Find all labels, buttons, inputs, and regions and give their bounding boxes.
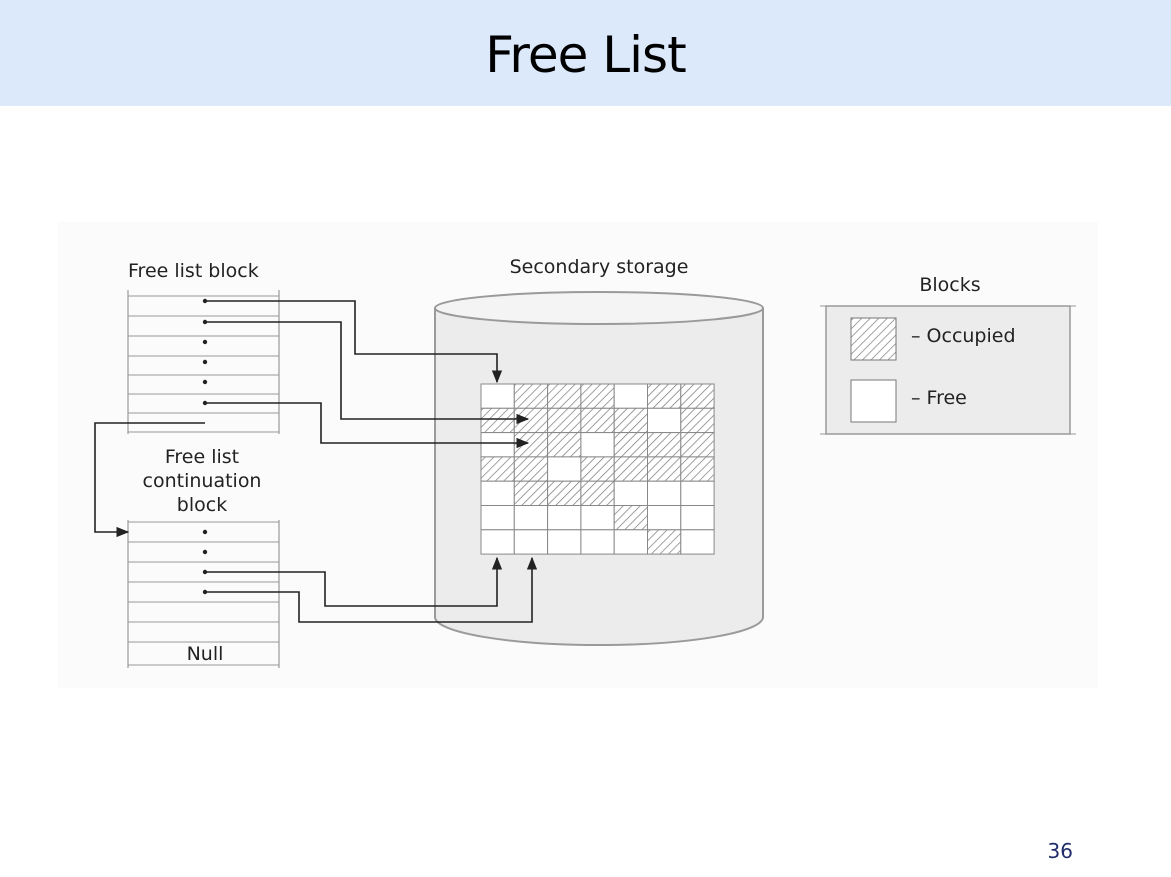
storage-block-occupied bbox=[580, 383, 615, 409]
storage-block-free bbox=[613, 480, 649, 507]
svg-text:block: block bbox=[177, 494, 227, 516]
free-list-diagram: Free list block Free list continuation b… bbox=[58, 222, 1098, 688]
pointer-arrow-5 bbox=[205, 556, 538, 623]
storage-block-free bbox=[513, 529, 549, 555]
storage-block-occupied bbox=[680, 432, 715, 458]
storage-block-free bbox=[547, 456, 582, 482]
storage-block-occupied bbox=[480, 456, 515, 482]
storage-block-free bbox=[647, 407, 682, 434]
storage-block-occupied bbox=[513, 432, 549, 458]
storage-block-free bbox=[647, 505, 682, 531]
legend-title: Blocks bbox=[919, 274, 980, 296]
storage-block-occupied bbox=[647, 529, 682, 555]
storage-block-free bbox=[580, 432, 615, 458]
storage-block-free bbox=[480, 383, 515, 409]
free-list-block bbox=[127, 290, 280, 434]
storage-block-free bbox=[547, 529, 582, 555]
storage-block-occupied bbox=[547, 383, 582, 409]
storage-block-occupied bbox=[647, 383, 682, 409]
storage-grid bbox=[480, 383, 715, 555]
storage-block-free bbox=[680, 480, 715, 507]
storage-block-occupied bbox=[513, 480, 549, 507]
storage-block-occupied bbox=[513, 407, 549, 434]
continuation-block-label: Free list continuation block bbox=[143, 446, 262, 516]
storage-block-occupied bbox=[547, 432, 582, 458]
storage-block-free bbox=[480, 432, 515, 458]
storage-block-occupied bbox=[613, 432, 649, 458]
storage-block-occupied bbox=[513, 456, 549, 482]
pointer-arrow-3 bbox=[205, 402, 530, 449]
storage-block-free bbox=[547, 505, 582, 531]
storage-block-occupied bbox=[613, 407, 649, 434]
storage-block-occupied bbox=[613, 456, 649, 482]
legend: Blocks – Occupied – Free bbox=[820, 274, 1076, 435]
storage-block-free bbox=[580, 529, 615, 555]
storage-block-occupied bbox=[547, 480, 582, 507]
free-list-block-label: Free list block bbox=[128, 260, 259, 282]
storage-block-free bbox=[647, 480, 682, 507]
storage-block-occupied bbox=[680, 383, 715, 409]
storage-block-free bbox=[613, 529, 649, 555]
storage-block-occupied bbox=[580, 480, 615, 507]
storage-block-occupied bbox=[480, 407, 515, 434]
title-bar: Free List bbox=[0, 0, 1171, 106]
storage-block-occupied bbox=[613, 505, 649, 531]
storage-block-occupied bbox=[680, 407, 715, 434]
svg-text:continuation: continuation bbox=[143, 470, 262, 492]
storage-block-free bbox=[680, 529, 715, 555]
storage-block-free bbox=[480, 529, 515, 555]
legend-occupied-label: – Occupied bbox=[911, 325, 1016, 347]
slide-title: Free List bbox=[485, 26, 686, 84]
storage-block-free bbox=[680, 505, 715, 531]
pointer-arrow-4 bbox=[205, 556, 503, 607]
storage-block-free bbox=[513, 505, 549, 531]
storage-block-occupied bbox=[580, 456, 615, 482]
null-label: Null bbox=[187, 643, 224, 665]
secondary-storage-label: Secondary storage bbox=[510, 256, 689, 278]
legend-free-label: – Free bbox=[911, 387, 967, 409]
storage-block-free bbox=[580, 505, 615, 531]
storage-block-free bbox=[480, 480, 515, 507]
storage-block-occupied bbox=[647, 456, 682, 482]
storage-block-occupied bbox=[513, 383, 549, 409]
storage-block-occupied bbox=[580, 407, 615, 434]
pointer-arrow-2 bbox=[205, 321, 530, 425]
storage-block-occupied bbox=[647, 432, 682, 458]
diagram-svg: Free list block Free list continuation b… bbox=[94, 256, 1076, 668]
continuation-block: Null bbox=[127, 520, 280, 668]
legend-free-swatch bbox=[850, 379, 897, 423]
storage-block-free bbox=[480, 505, 515, 531]
pointer-arrow-1 bbox=[205, 300, 503, 384]
storage-block-occupied bbox=[547, 407, 582, 434]
svg-text:Free list: Free list bbox=[165, 446, 239, 468]
page-number: 36 bbox=[1047, 839, 1073, 863]
storage-block-occupied bbox=[680, 456, 715, 482]
continuation-link-arrow bbox=[94, 422, 205, 538]
storage-block-free bbox=[613, 383, 649, 409]
